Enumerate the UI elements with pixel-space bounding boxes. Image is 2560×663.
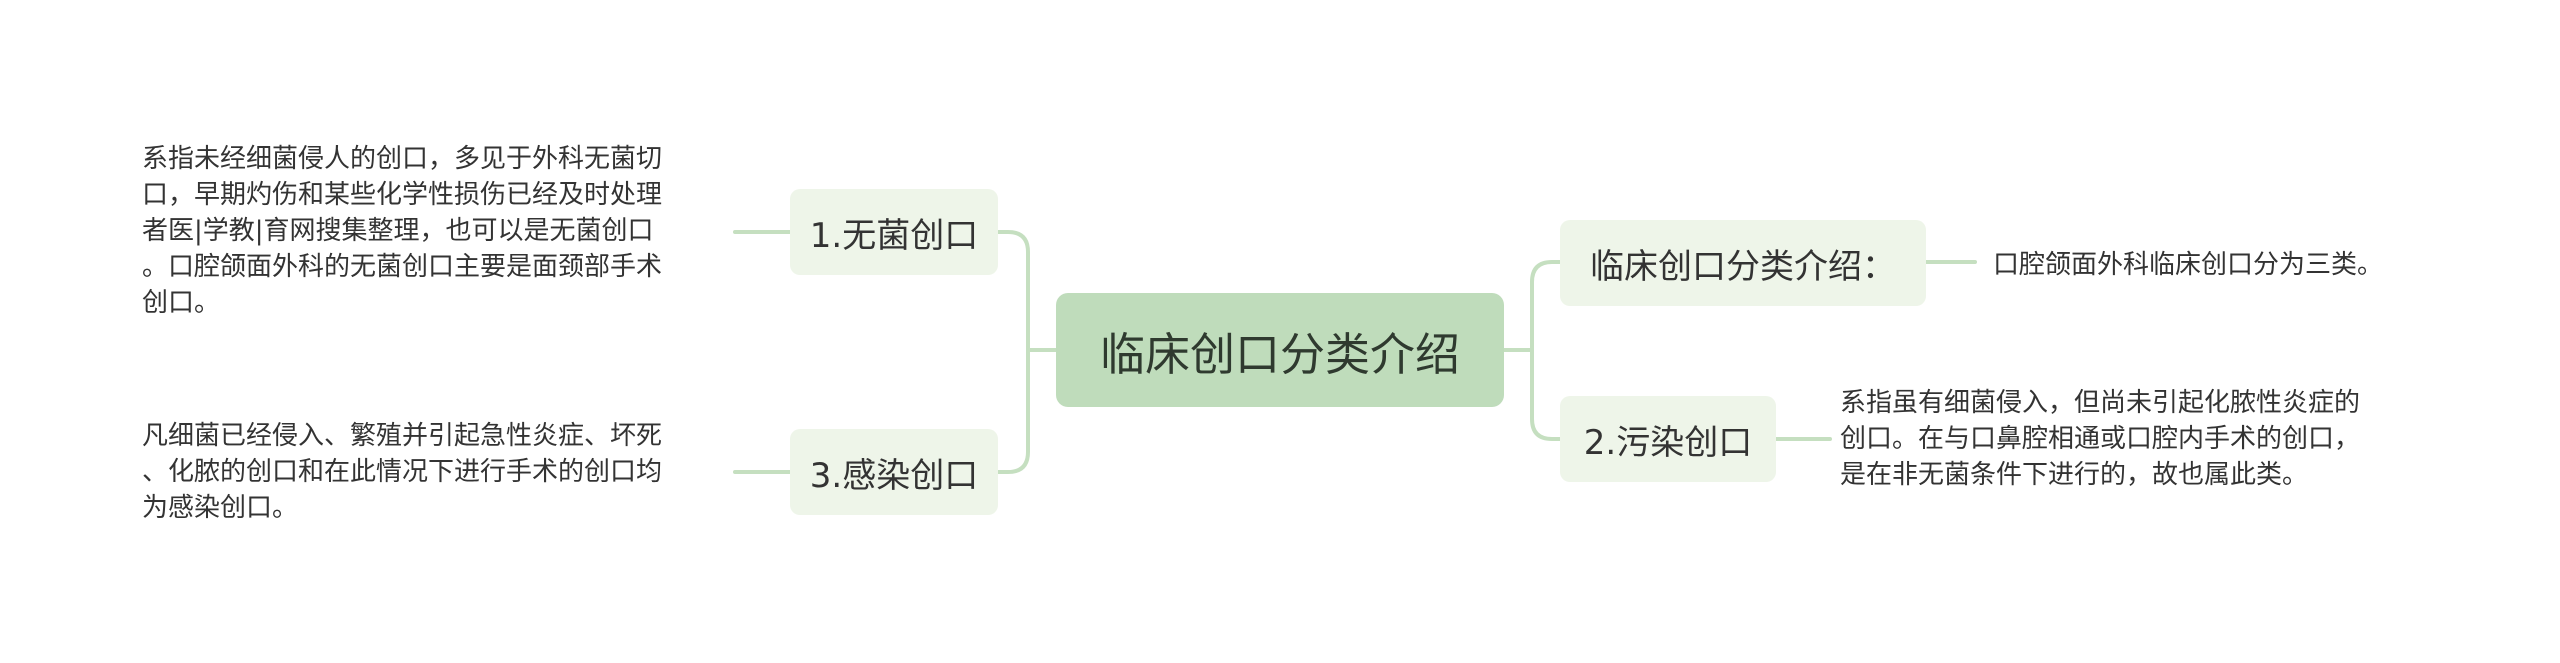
branch-label: 临床创口分类介绍： bbox=[1590, 246, 1896, 287]
note-infected-wound[interactable]: 凡细菌已经侵入、繁殖并引起急性炎症、坏死 、化脓的创口和在此情况下进行手术的创口… bbox=[142, 421, 663, 523]
note-classification-intro[interactable]: 口腔颌面外科临床创口分为三类。 bbox=[1993, 250, 2384, 280]
root-node[interactable]: 临床创口分类介绍 bbox=[1056, 293, 1504, 407]
note-contaminated-wound[interactable]: 系指虽有细菌侵入，但尚未引起化脓性炎症的 创口。在与口鼻腔相通或口腔内手术的创口… bbox=[1840, 388, 2361, 490]
note-sterile-wound[interactable]: 系指未经细菌侵人的创口，多见于外科无菌切 口，早期灼伤和某些化学性损伤已经及时处… bbox=[142, 144, 663, 318]
branch-classification-intro[interactable]: 临床创口分类介绍： bbox=[1560, 220, 1926, 306]
branch-label: 1.无菌创口 bbox=[809, 215, 979, 256]
branch-sterile-wound[interactable]: 1.无菌创口 bbox=[790, 189, 998, 275]
branch-contaminated-wound[interactable]: 2.污染创口 bbox=[1560, 396, 1776, 482]
root-label: 临床创口分类介绍 bbox=[1099, 327, 1460, 381]
connector-left-1 bbox=[996, 230, 1030, 352]
connector-left-3 bbox=[996, 348, 1030, 474]
connector-right-2 bbox=[1530, 348, 1562, 441]
branch-label: 2.污染创口 bbox=[1583, 422, 1753, 463]
branch-infected-wound[interactable]: 3.感染创口 bbox=[790, 429, 998, 515]
branch-label: 3.感染创口 bbox=[809, 455, 979, 496]
connector-right-intro bbox=[1530, 260, 1562, 352]
